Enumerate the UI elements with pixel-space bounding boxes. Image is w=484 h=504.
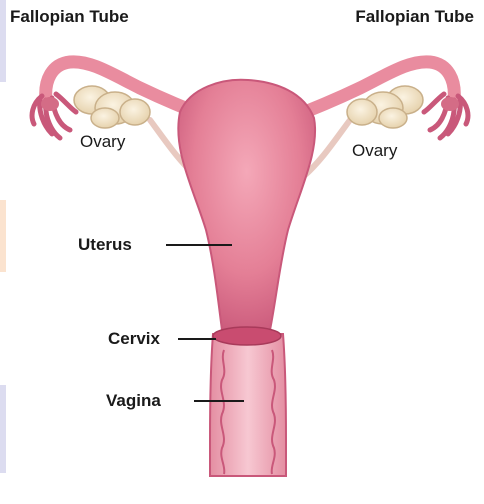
right-fimbriae-tip [441,97,459,111]
left-fallopian-tube-label: Fallopian Tube [10,7,129,26]
left-fimbriae-tip [41,97,59,111]
left-ovary-label: Ovary [80,132,126,151]
cervix-label: Cervix [108,329,161,348]
uterus [178,80,315,342]
uterus-label: Uterus [78,235,132,254]
right-fallopian-tube-label: Fallopian Tube [355,7,474,26]
cervix [213,327,281,345]
vagina-label: Vagina [106,391,161,410]
right-ovary-label: Ovary [352,141,398,160]
